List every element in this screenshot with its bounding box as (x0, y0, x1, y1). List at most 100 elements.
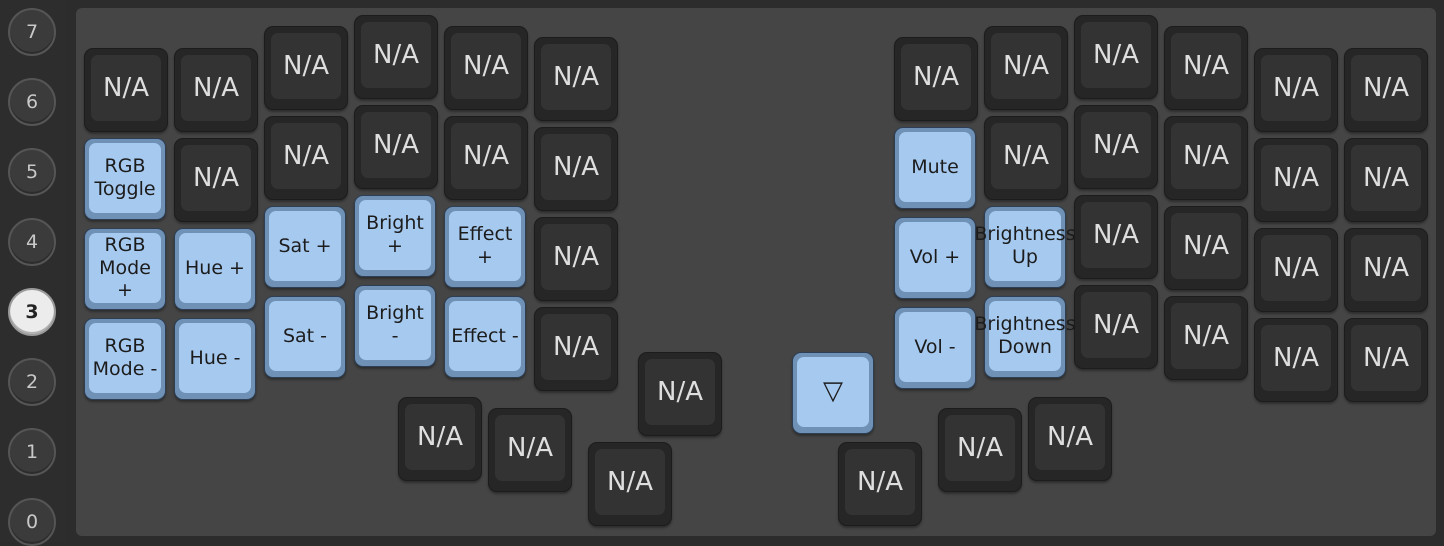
key-label: N/A (1081, 112, 1151, 178)
key-n-a-32[interactable]: N/A (894, 37, 978, 121)
key-n-a-31[interactable]: N/A (1028, 397, 1112, 481)
key-vol-44[interactable]: Vol + (894, 217, 976, 299)
key-label: ▽ (797, 357, 869, 427)
layer-selector: 7 6 5 4 3 2 1 0 (0, 0, 66, 546)
key-bright-21[interactable]: Bright - (354, 285, 436, 367)
key-label: N/A (541, 314, 611, 380)
key-n-a-52[interactable]: N/A (1074, 285, 1158, 369)
key-label: N/A (1351, 55, 1421, 121)
key-n-a-23[interactable]: N/A (534, 307, 618, 391)
key-hue-13[interactable]: Hue + (174, 228, 256, 310)
key-n-a-9[interactable]: N/A (354, 105, 438, 189)
key-n-a-7[interactable]: N/A (174, 138, 258, 222)
key-label: N/A (645, 359, 715, 425)
key-label: N/A (541, 44, 611, 110)
key-n-a-35[interactable]: N/A (1164, 26, 1248, 110)
key-n-a-30[interactable]: N/A (938, 408, 1022, 492)
key-label: N/A (271, 33, 341, 99)
key-label: N/A (451, 123, 521, 189)
key-label: N/A (1035, 404, 1105, 470)
key-label: N/A (1171, 33, 1241, 99)
key-label: N/A (361, 22, 431, 88)
key-n-a-33[interactable]: N/A (984, 26, 1068, 110)
key-n-a-37[interactable]: N/A (1344, 48, 1428, 132)
key-n-a-39[interactable]: N/A (984, 116, 1068, 200)
key-label: N/A (1261, 235, 1331, 301)
key-rgb-mode-12[interactable]: RGB Mode + (84, 228, 166, 310)
key-vol-50[interactable]: Vol - (894, 307, 976, 389)
key-label: N/A (405, 404, 475, 470)
layer-button-4[interactable]: 4 (8, 218, 56, 266)
key-n-a-43[interactable]: N/A (1344, 138, 1428, 222)
key-n-a-25[interactable]: N/A (398, 397, 482, 481)
key-n-a-47[interactable]: N/A (1164, 206, 1248, 290)
key-label: Effect + (449, 211, 521, 281)
key-n-a-11[interactable]: N/A (534, 127, 618, 211)
key-rgb-mode-18[interactable]: RGB Mode - (84, 318, 166, 400)
key-n-a-49[interactable]: N/A (1344, 228, 1428, 312)
key-n-a-4[interactable]: N/A (444, 26, 528, 110)
key-n-a-1[interactable]: N/A (174, 48, 258, 132)
key-label: N/A (181, 145, 251, 211)
key-label: Brightness Down (974, 301, 1076, 371)
key-label: N/A (271, 123, 341, 189)
key-label: N/A (991, 123, 1061, 189)
key-n-a-55[interactable]: N/A (1344, 318, 1428, 402)
key-n-a-29[interactable]: N/A (838, 442, 922, 526)
key-n-a-54[interactable]: N/A (1254, 318, 1338, 402)
key-label: Sat - (269, 301, 341, 371)
key-label: Hue + (179, 233, 251, 303)
key-label: Hue - (179, 323, 251, 393)
key-n-a-3[interactable]: N/A (354, 15, 438, 99)
layer-button-0[interactable]: 0 (8, 498, 56, 546)
key-n-a-0[interactable]: N/A (84, 48, 168, 132)
key-label: N/A (361, 112, 431, 178)
key-label: N/A (845, 449, 915, 515)
layer-button-6[interactable]: 6 (8, 78, 56, 126)
key-hue-19[interactable]: Hue - (174, 318, 256, 400)
key-n-a-34[interactable]: N/A (1074, 15, 1158, 99)
key-n-a-2[interactable]: N/A (264, 26, 348, 110)
key-n-a-26[interactable]: N/A (488, 408, 572, 492)
key-label: N/A (1261, 145, 1331, 211)
layer-button-7[interactable]: 7 (8, 8, 56, 56)
key-n-a-17[interactable]: N/A (534, 217, 618, 301)
key-effect-22[interactable]: Effect - (444, 296, 526, 378)
key-n-a-41[interactable]: N/A (1164, 116, 1248, 200)
key-label: RGB Mode - (89, 323, 161, 393)
key-n-a-42[interactable]: N/A (1254, 138, 1338, 222)
key-brightness-down-51[interactable]: Brightness Down (974, 296, 1076, 378)
key-brightness-up-45[interactable]: Brightness Up (974, 206, 1076, 288)
key-label: N/A (1171, 303, 1241, 369)
key-n-a-40[interactable]: N/A (1074, 105, 1158, 189)
key-n-a-36[interactable]: N/A (1254, 48, 1338, 132)
key-sat-14[interactable]: Sat + (264, 206, 346, 288)
key-n-a-5[interactable]: N/A (534, 37, 618, 121)
key-n-a-24[interactable]: N/A (638, 352, 722, 436)
layer-button-3[interactable]: 3 (8, 288, 56, 336)
key-n-a-48[interactable]: N/A (1254, 228, 1338, 312)
key-effect-16[interactable]: Effect + (444, 206, 526, 288)
layer-button-5[interactable]: 5 (8, 148, 56, 196)
key-n-a-10[interactable]: N/A (444, 116, 528, 200)
key-label: N/A (1351, 325, 1421, 391)
key-label: N/A (1351, 235, 1421, 301)
key-transparent-28[interactable]: ▽ (792, 352, 874, 434)
key-n-a-53[interactable]: N/A (1164, 296, 1248, 380)
key-mute-38[interactable]: Mute (894, 127, 976, 209)
key-label: Sat + (269, 211, 341, 281)
key-label: N/A (1081, 202, 1151, 268)
key-n-a-46[interactable]: N/A (1074, 195, 1158, 279)
layer-button-1[interactable]: 1 (8, 428, 56, 476)
key-n-a-8[interactable]: N/A (264, 116, 348, 200)
key-sat-20[interactable]: Sat - (264, 296, 346, 378)
layer-button-2[interactable]: 2 (8, 358, 56, 406)
key-bright-15[interactable]: Bright + (354, 195, 436, 277)
key-rgb-toggle-6[interactable]: RGB Toggle (84, 138, 166, 220)
key-label: N/A (91, 55, 161, 121)
key-n-a-27[interactable]: N/A (588, 442, 672, 526)
key-label: Effect - (449, 301, 521, 371)
key-label: N/A (1081, 22, 1151, 88)
key-label: N/A (901, 44, 971, 110)
